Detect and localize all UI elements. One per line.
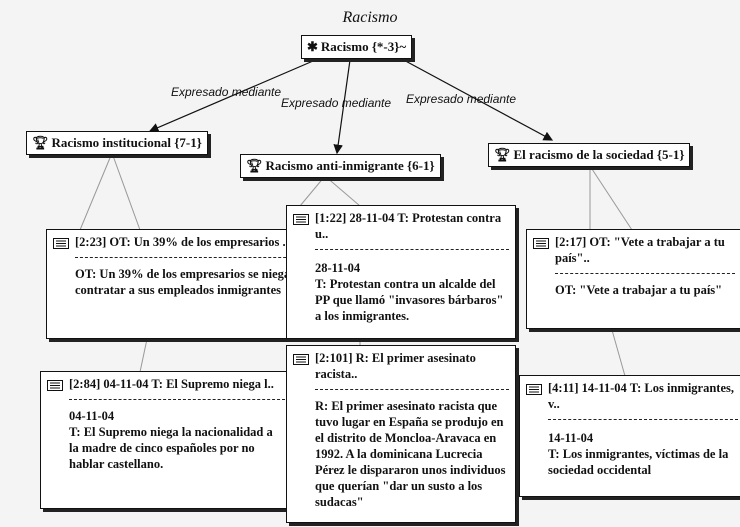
root-label: Racismo {*-3}~ <box>320 39 407 54</box>
diagram-title: Racismo <box>342 9 398 26</box>
quotation-card[interactable]: [2:84] 04-11-04 T: El Supremo niega l.. … <box>40 371 292 509</box>
link-anti-q1b <box>299 175 326 207</box>
quotation-text: T: Los inmigrantes, víctimas de la socie… <box>548 447 729 477</box>
trophy-icon: 🏆︎ <box>246 158 263 173</box>
quotation-text: T: El Supremo niega la nacionalidad a la… <box>69 425 273 471</box>
link-institucional-q1b <box>79 152 113 231</box>
document-icon <box>533 238 549 249</box>
quotation-date: 04-11-04 <box>69 409 115 423</box>
document-icon <box>293 354 309 365</box>
separator <box>315 249 509 250</box>
separator <box>315 389 509 390</box>
edge-label-1: Expresado mediante <box>171 85 282 99</box>
document-icon <box>47 380 63 391</box>
separator <box>548 419 738 420</box>
quotation-title: [2:17] OT: "Vete a trabajar a tu país".. <box>555 235 725 265</box>
quotation-text: R: El primer asesinato racista que tuvo … <box>315 399 506 509</box>
asterisk-icon: ✱ <box>307 39 318 54</box>
quotation-card[interactable]: [2:23] OT: Un 39% de los empresarios .. … <box>46 229 308 339</box>
quotation-date: 28-11-04 <box>315 261 361 275</box>
quotation-title: [2:23] OT: Un 39% de los empresarios .. <box>75 235 289 249</box>
code-label: Racismo institucional {7-1} <box>51 135 202 150</box>
code-node-anti-inmigrante[interactable]: 🏆︎Racismo anti-inmigrante {6-1} <box>240 154 441 178</box>
document-icon <box>293 214 309 225</box>
code-label: El racismo de la sociedad {5-1} <box>513 147 685 162</box>
edge-root-to-anti-inmigrante <box>333 59 351 155</box>
root-code-node[interactable]: ✱Racismo {*-3}~ <box>301 35 413 59</box>
code-node-sociedad[interactable]: 🏆︎El racismo de la sociedad {5-1} <box>488 143 691 167</box>
link-anti-q1 <box>324 175 361 207</box>
separator <box>555 273 735 274</box>
link-institucional-q1 <box>111 152 141 231</box>
document-icon <box>53 238 69 249</box>
link-sociedad-q2 <box>609 322 626 377</box>
trophy-icon: 🏆︎ <box>32 135 49 150</box>
trophy-icon: 🏆︎ <box>494 147 511 162</box>
quotation-title: [4:11] 14-11-04 T: Los inmigrantes, v.. <box>548 381 734 411</box>
quotation-card[interactable]: [1:22] 28-11-04 T: Protestan contra u.. … <box>286 205 516 339</box>
link-sociedad-q1 <box>589 165 633 231</box>
edge-label-3: Expresado mediante <box>406 92 517 106</box>
quotation-text: OT: Un 39% de los empresarios se niega a… <box>75 267 300 297</box>
edge-root-to-sociedad <box>399 57 554 141</box>
quotation-title: [2:101] R: El primer asesinato racista.. <box>315 351 476 381</box>
quotation-title: [1:22] 28-11-04 T: Protestan contra u.. <box>315 211 502 241</box>
quotation-text: T: Protestan contra un alcalde del PP qu… <box>315 277 504 323</box>
quotation-date: 14-11-04 <box>548 431 594 445</box>
quotation-card[interactable]: [4:11] 14-11-04 T: Los inmigrantes, v.. … <box>519 375 740 497</box>
edge-label-2: Expresado mediante <box>281 96 392 110</box>
edge-root-to-institucional <box>148 57 321 133</box>
quotation-title: [2:84] 04-11-04 T: El Supremo niega l.. <box>69 377 274 391</box>
code-label: Racismo anti-inmigrante {6-1} <box>265 158 435 173</box>
separator <box>75 257 301 258</box>
quotation-card[interactable]: [2:17] OT: "Vete a trabajar a tu país"..… <box>526 229 740 329</box>
quotation-card[interactable]: [2:101] R: El primer asesinato racista..… <box>286 345 516 523</box>
document-icon <box>526 384 542 395</box>
code-node-institucional[interactable]: 🏆︎Racismo institucional {7-1} <box>26 131 208 155</box>
quotation-text: OT: "Vete a trabajar a tu país" <box>555 283 723 297</box>
separator <box>69 399 285 400</box>
